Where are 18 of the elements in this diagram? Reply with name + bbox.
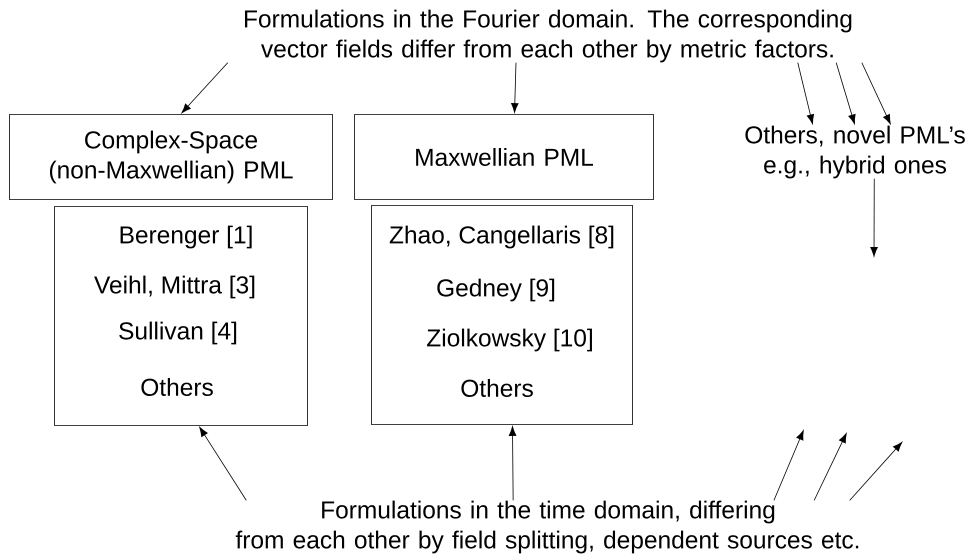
- arrow: [774, 430, 804, 501]
- arrow: [181, 62, 228, 114]
- arrow: [849, 442, 902, 501]
- arrow: [870, 178, 878, 257]
- arrow: [861, 62, 891, 124]
- annotation-text: Formulations in the Fourier domain. The corresponding vector fields differ from each other by metric factors.: [244, 10, 852, 62]
- arrow: [508, 426, 516, 501]
- annotation-text: Formulations in the time domain, differing from each other by field splitting, dependent sources etc.: [236, 500, 858, 554]
- annotation-text: Others, novel PML’s e.g., hybrid ones: [745, 126, 965, 178]
- category-box: Complex-Space (non-Maxwellian) PML: [9, 114, 333, 200]
- arrow: [511, 62, 519, 113]
- arrow: [814, 433, 847, 501]
- arrow: [836, 62, 856, 124]
- category-box: Maxwellian PML: [354, 114, 654, 200]
- reference-list-box: Berenger [1] Veihl, Mittra [3] Sullivan [4] Others: [54, 206, 308, 426]
- arrow: [797, 62, 814, 124]
- arrow: [199, 426, 247, 501]
- reference-list-box: Zhao, Cangellaris [8] Gedney [9] Ziolkowsky [10] Others: [371, 205, 633, 425]
